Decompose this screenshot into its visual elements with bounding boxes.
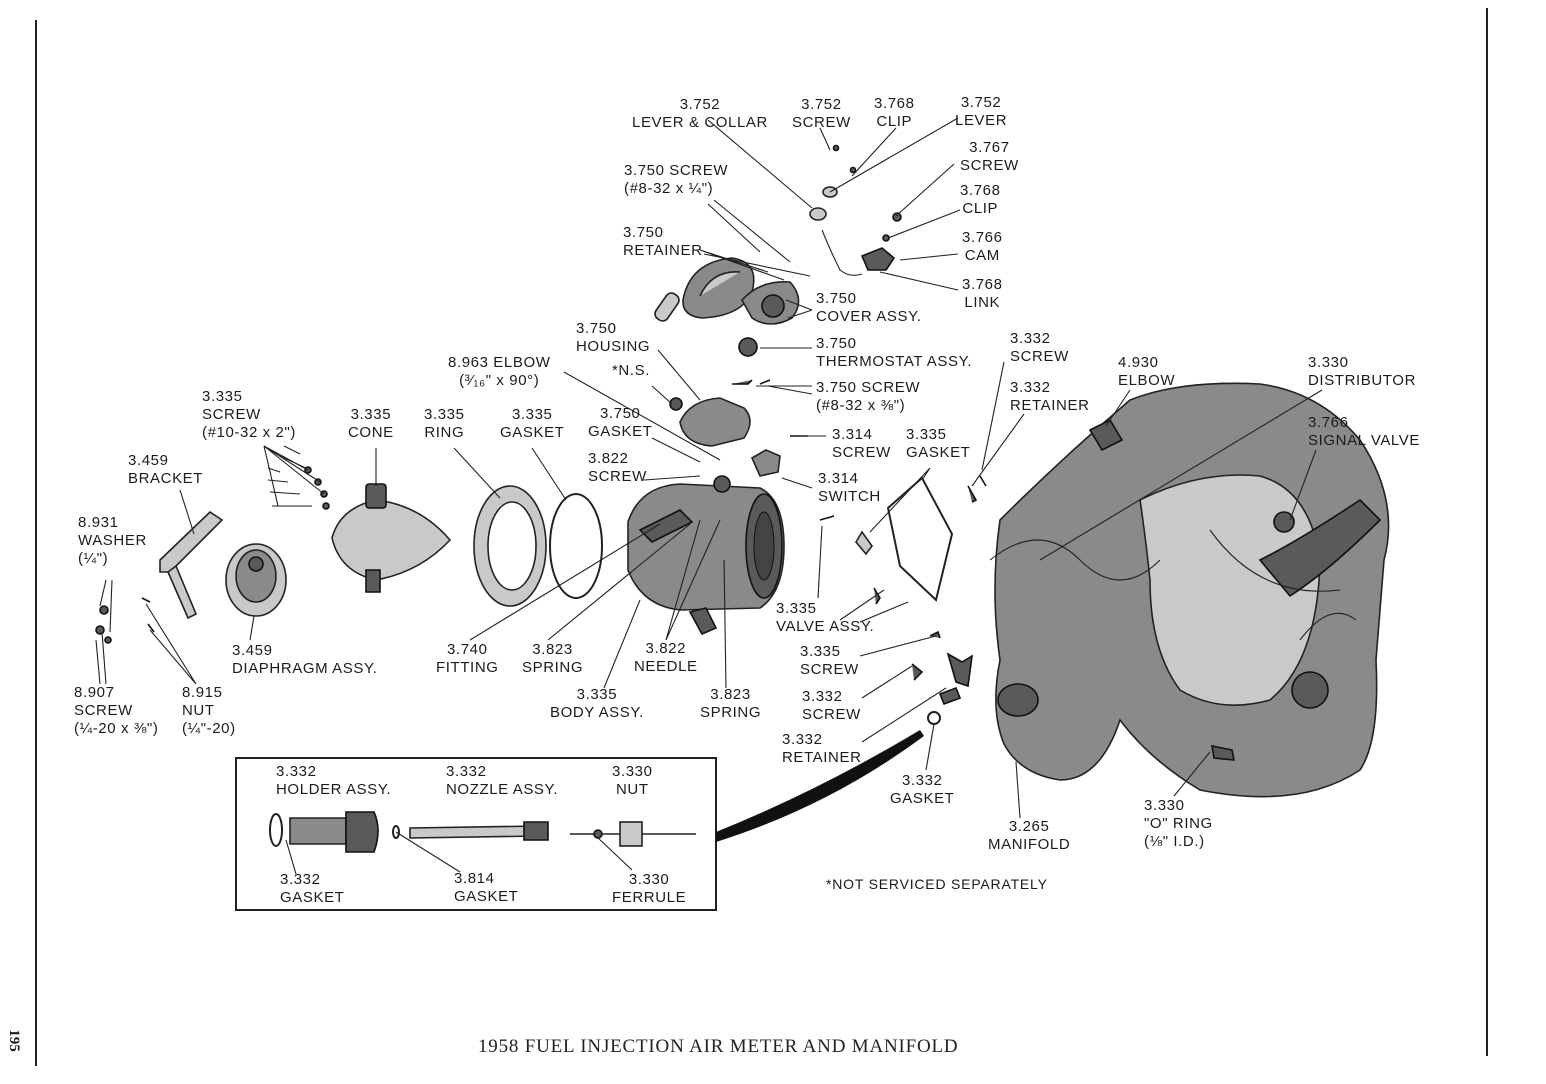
retainer-parts bbox=[911, 475, 987, 725]
body-assembly bbox=[627, 475, 785, 636]
ring-and-gaskets bbox=[473, 485, 603, 607]
label-screw-3750-b: 3.750 SCREW(#8-32 x ⅜") bbox=[816, 379, 921, 414]
cover-assembly bbox=[654, 257, 800, 477]
nozzle-inset bbox=[235, 730, 924, 911]
figure-caption: 1958 FUEL INJECTION AIR METER AND MANIFO… bbox=[478, 1036, 959, 1057]
diaphragm-assembly bbox=[225, 543, 287, 617]
o-ring-fitting bbox=[1211, 744, 1235, 761]
label-ns: *N.S. bbox=[612, 362, 651, 379]
leader-lines bbox=[95, 117, 1323, 875]
small-screws bbox=[267, 379, 835, 521]
linkage-parts bbox=[809, 144, 902, 276]
manifold bbox=[989, 382, 1390, 798]
label-screw-3750-a: 3.750 SCREW(#8-32 x ¼") bbox=[624, 162, 729, 197]
label-elbow-8963: 8.963 ELBOW(³⁄₁₆" x 90°) bbox=[448, 354, 551, 389]
inset-pointer bbox=[716, 730, 924, 842]
fasteners-left bbox=[95, 597, 155, 644]
cone bbox=[331, 483, 452, 593]
not-serviced-note: *NOT SERVICED SEPARATELY bbox=[826, 876, 1048, 892]
valve-gasket bbox=[855, 476, 954, 605]
bracket bbox=[159, 510, 224, 620]
page-number: 195 bbox=[5, 1029, 22, 1052]
label-oring-3330: 3.330"O" RING(⅛" I.D.) bbox=[1144, 797, 1213, 850]
